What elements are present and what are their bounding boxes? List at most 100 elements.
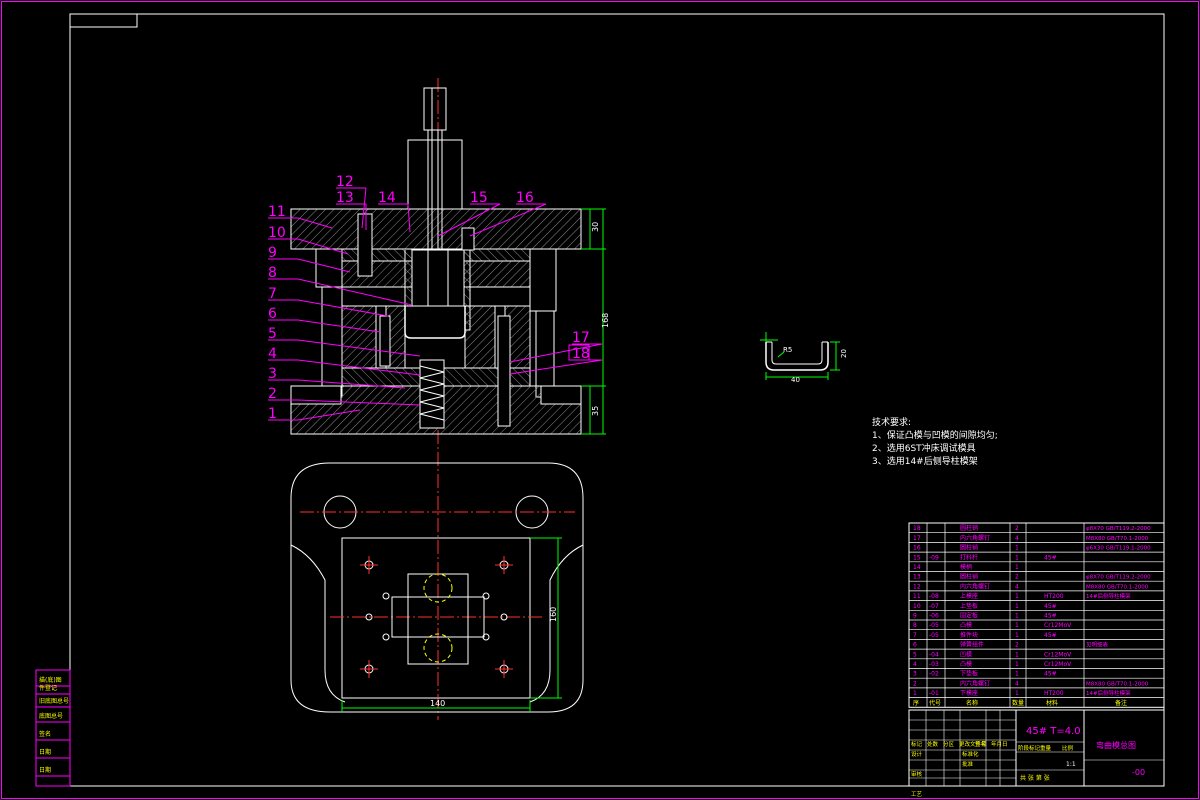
- bom-no: 8: [913, 622, 917, 629]
- bom-name: 圆柱销: [960, 544, 978, 552]
- bom-no: 9: [913, 613, 917, 620]
- title-row-label: 年月日: [991, 740, 1008, 748]
- title-row-label: 处数: [927, 740, 939, 748]
- bom-code: -04: [929, 651, 939, 658]
- leader-line: [297, 278, 413, 306]
- title-row-label: 标记: [911, 740, 923, 748]
- title-stage-label: 比例: [1062, 744, 1074, 752]
- tech-item-1: 1、保证凸模与凹模的间隙均匀;: [872, 429, 998, 441]
- bom-material: Cr12MoV: [1044, 661, 1072, 668]
- die-shank: [407, 139, 463, 210]
- bom-code: -01: [929, 690, 939, 697]
- tech-requirements: 技术要求: 1、保证凸模与凹模的间隙均匀; 2、选用6ST冲床调试模具 3、选用…: [872, 416, 998, 467]
- bom-header-no: 序: [913, 699, 919, 707]
- bom-no: 3: [913, 671, 917, 678]
- bom-name: 打料杆: [960, 553, 978, 561]
- lower-plate-outline: [341, 537, 531, 699]
- bom-material: 45#: [1044, 613, 1057, 620]
- bom-no: 15: [913, 554, 921, 561]
- part-number-15: 15: [470, 190, 488, 206]
- title-row-label: 更改文件号: [959, 740, 987, 748]
- bom-no: 4: [913, 661, 917, 668]
- tech-item-2: 2、选用6ST冲床调试模具: [872, 442, 976, 454]
- part-number-12: 12: [336, 174, 354, 190]
- part-height: 20: [840, 349, 848, 358]
- part-number-6: 6: [268, 306, 277, 322]
- part-width: 40: [791, 376, 800, 384]
- part-number-14: 14: [378, 190, 396, 206]
- bom-name: 上垫板: [960, 602, 978, 610]
- leader-line: [297, 399, 421, 406]
- upper-die-seat: [290, 208, 582, 250]
- leader-line: [297, 238, 349, 255]
- plan-view: 140 160: [290, 462, 584, 713]
- bom-qty: 1: [1015, 690, 1019, 697]
- bom-name: 内六角螺钉: [960, 582, 990, 590]
- left-block-label: 件登记: [39, 684, 57, 692]
- bom-code: -08: [929, 593, 939, 600]
- bom-header-qty: 数量: [1012, 699, 1024, 707]
- bom-qty: 4: [1015, 535, 1019, 542]
- title-stage-label: 重量: [1040, 744, 1052, 752]
- part-number-11: 11: [268, 204, 286, 220]
- bom-note: 14#后侧导柱模架: [1086, 689, 1131, 697]
- bom-name: 凹模: [960, 650, 972, 658]
- bom-qty: 4: [1015, 680, 1019, 687]
- dim-plan-height: 160: [549, 607, 558, 622]
- tech-title: 技术要求:: [872, 416, 911, 428]
- bom-no: 7: [913, 632, 917, 639]
- bom-qty: 1: [1015, 545, 1019, 552]
- part-number-1: 1: [268, 406, 277, 422]
- bom-name: 圆柱销: [960, 573, 978, 581]
- left-block-label: 日期: [39, 766, 51, 774]
- bom-qty: 1: [1015, 651, 1019, 658]
- bom-material: HT200: [1044, 690, 1064, 697]
- section-view: [290, 78, 582, 720]
- corner-code-box: [69, 13, 138, 28]
- leader-line: [297, 339, 421, 357]
- left-block-label: 底图总号: [39, 712, 63, 720]
- bom-header-material: 材料: [1046, 699, 1058, 707]
- bom-note: φ8X70 GB/T119.2-2000: [1086, 526, 1151, 532]
- bom-no: 1: [913, 690, 917, 697]
- part-number-13: 13: [336, 190, 354, 206]
- bom-code: -02: [929, 671, 939, 678]
- title-row-label: 签名: [975, 740, 986, 748]
- leader-line: [407, 203, 411, 233]
- left-block-label: 旧底图总号: [39, 697, 69, 705]
- part-number-7: 7: [268, 286, 277, 302]
- title-material: 45# T=4.0: [1026, 726, 1081, 737]
- part-number-8: 8: [268, 265, 277, 281]
- dim-bottom-thk: 35: [591, 406, 600, 416]
- bom-material: 45#: [1044, 632, 1057, 639]
- bom-qty: 1: [1015, 661, 1019, 668]
- part-number-5: 5: [268, 326, 277, 342]
- bom-qty: 1: [1015, 603, 1019, 610]
- part-number-18: 18: [572, 346, 590, 362]
- part-number-17: 17: [572, 330, 590, 346]
- section-dimensions: 30 168 35: [581, 208, 610, 435]
- leader-line: [297, 258, 351, 273]
- bom-name: 内六角螺钉: [960, 679, 990, 687]
- leader-line: [297, 319, 381, 333]
- bom-note: φ8X70 GB/T119.2-2000: [1086, 575, 1151, 581]
- title-role-label: 工艺: [911, 791, 923, 798]
- bom-no: 11: [913, 593, 921, 600]
- bom-name: 下垫板: [960, 670, 978, 678]
- bom-qty: 1: [1015, 564, 1019, 571]
- bom-qty: 1: [1015, 554, 1019, 561]
- bom-header-code: 代号: [929, 699, 941, 707]
- bom-no: 16: [913, 545, 921, 552]
- dim-total-height: 168: [601, 313, 610, 328]
- bom-name: 推件块: [960, 631, 978, 639]
- title-block: 标记处数分区更改文件号签名年月日设计审核工艺标准化批准阶段标记重量比例1:1共 …: [908, 709, 1165, 798]
- leader-line: [509, 359, 603, 375]
- bom-qty: 1: [1015, 622, 1019, 629]
- part-number-4: 4: [268, 346, 277, 362]
- leader-line: [297, 217, 333, 229]
- title-scale: 1:1: [1066, 761, 1076, 768]
